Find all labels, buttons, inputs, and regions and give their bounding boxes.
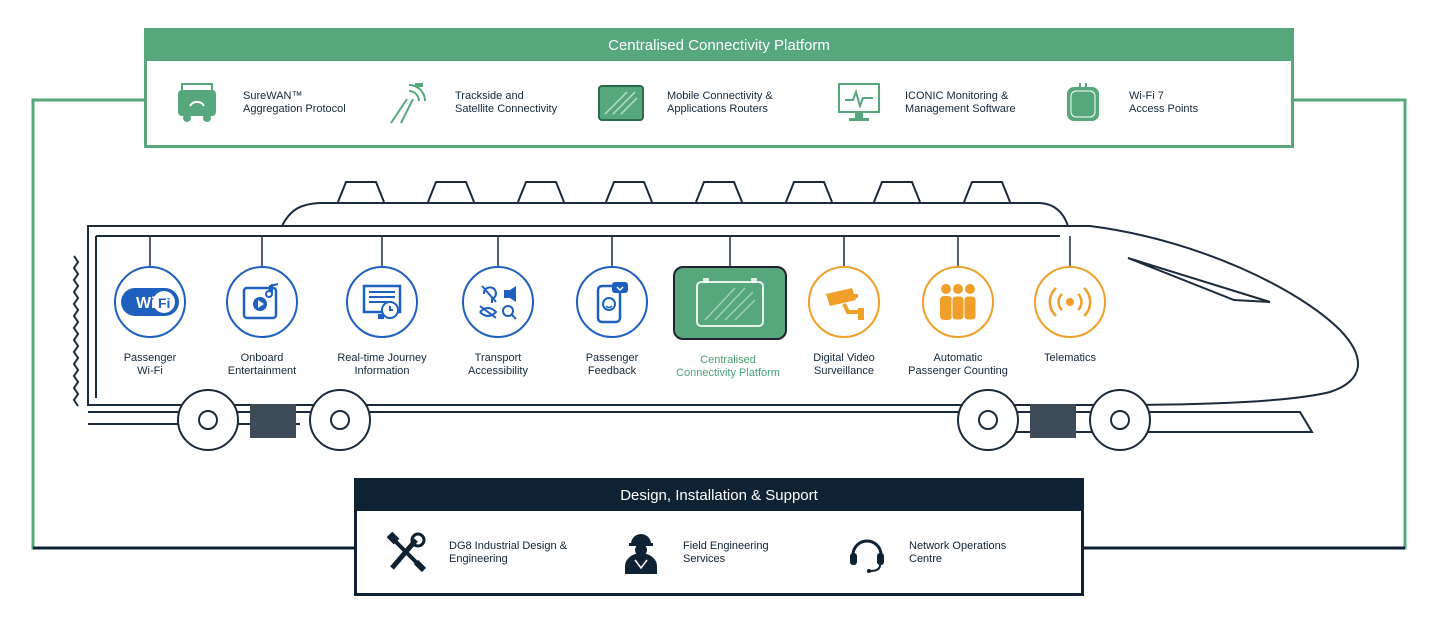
iconic-monitoring-label: ICONIC Monitoring &Management Software xyxy=(905,90,1016,115)
bogie-front xyxy=(957,389,1151,451)
iconic-monitoring-item[interactable]: ICONIC Monitoring &Management Software xyxy=(835,79,1016,127)
design-support-panel: Design, Installation & Support DG8 Indus… xyxy=(354,478,1084,596)
router-box-icon xyxy=(673,266,787,340)
tools-icon xyxy=(385,531,429,575)
router-icon xyxy=(597,79,645,127)
telematics-signal-icon xyxy=(1034,266,1106,338)
rear-coupler xyxy=(72,255,80,407)
bogie-rear xyxy=(177,389,371,451)
monitor-icon xyxy=(835,79,883,127)
service-telematics[interactable]: Telematics xyxy=(1015,266,1125,365)
train-outline xyxy=(87,181,1359,433)
journey-screen-icon xyxy=(346,266,418,338)
cctv-camera-icon xyxy=(808,266,880,338)
panel-title: Design, Installation & Support xyxy=(357,481,1081,511)
connector-right-green xyxy=(1084,98,1407,550)
accessibility-icon xyxy=(462,266,534,338)
mobile-routers-label: Mobile Connectivity &Applications Router… xyxy=(667,90,773,115)
tablet-music-icon xyxy=(226,266,298,338)
satellite-trackside-icon xyxy=(385,79,433,127)
headset-icon xyxy=(845,531,889,575)
surewan-icon xyxy=(173,79,221,127)
svg-text:Fi: Fi xyxy=(158,295,170,311)
mobile-routers-item[interactable]: Mobile Connectivity &Applications Router… xyxy=(597,79,773,127)
connectivity-platform-panel: Centralised Connectivity Platform SureWA… xyxy=(144,28,1294,148)
service-label: Telematics xyxy=(1044,352,1096,364)
engineer-icon xyxy=(619,531,663,575)
panel-title: Centralised Connectivity Platform xyxy=(147,31,1291,61)
dg8-design-item[interactable]: DG8 Industrial Design &Engineering xyxy=(385,531,567,575)
phone-feedback-icon xyxy=(576,266,648,338)
service-drops xyxy=(149,236,1071,266)
access-point-icon xyxy=(1059,79,1107,127)
dg8-design-label: DG8 Industrial Design &Engineering xyxy=(449,540,567,565)
people-count-icon xyxy=(922,266,994,338)
svg-text:Wi: Wi xyxy=(136,295,155,312)
